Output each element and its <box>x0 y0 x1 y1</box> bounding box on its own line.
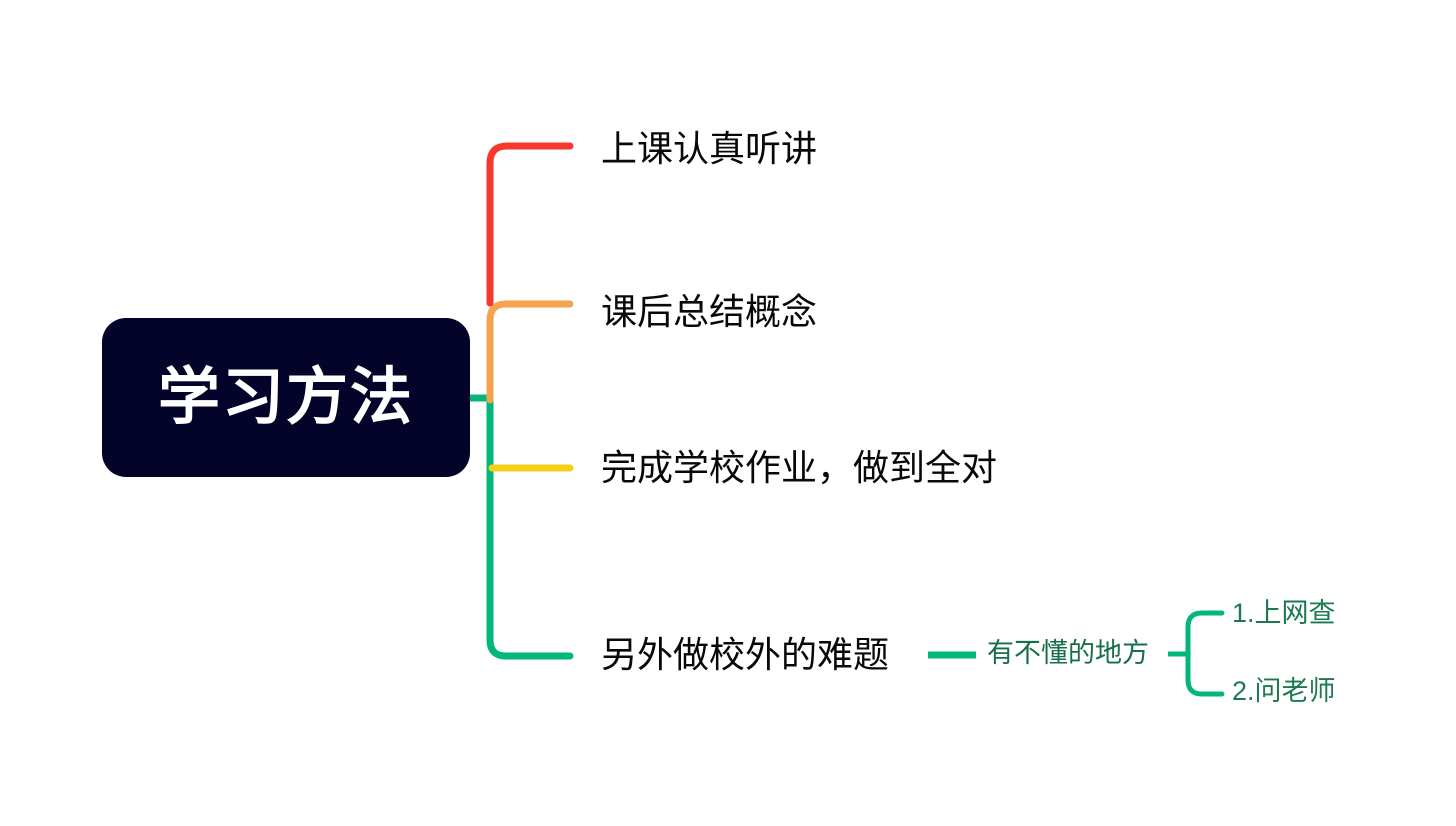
connector-leaf-2 <box>1185 651 1225 697</box>
connector-branch-green <box>486 394 574 660</box>
connector-branch-orange <box>486 300 574 404</box>
connector-leaf-1 <box>1185 610 1225 657</box>
root-node[interactable]: 学习方法 <box>102 318 470 477</box>
branch-node-3[interactable]: 完成学校作业，做到全对 <box>601 447 998 488</box>
branch-node-2[interactable]: 课后总结概念 <box>601 291 818 332</box>
connector-branch-red <box>486 142 574 307</box>
leaf-node-ask-teacher[interactable]: 2.问老师 <box>1232 676 1336 706</box>
leaf-node-search-online[interactable]: 1.上网查 <box>1232 598 1336 628</box>
branch-node-1[interactable]: 上课认真听讲 <box>601 128 818 169</box>
root-node-label: 学习方法 <box>157 362 414 432</box>
branch-node-4[interactable]: 另外做校外的难题 <box>601 634 890 675</box>
sub-node-difficulty[interactable]: 有不懂的地方 <box>987 638 1149 668</box>
